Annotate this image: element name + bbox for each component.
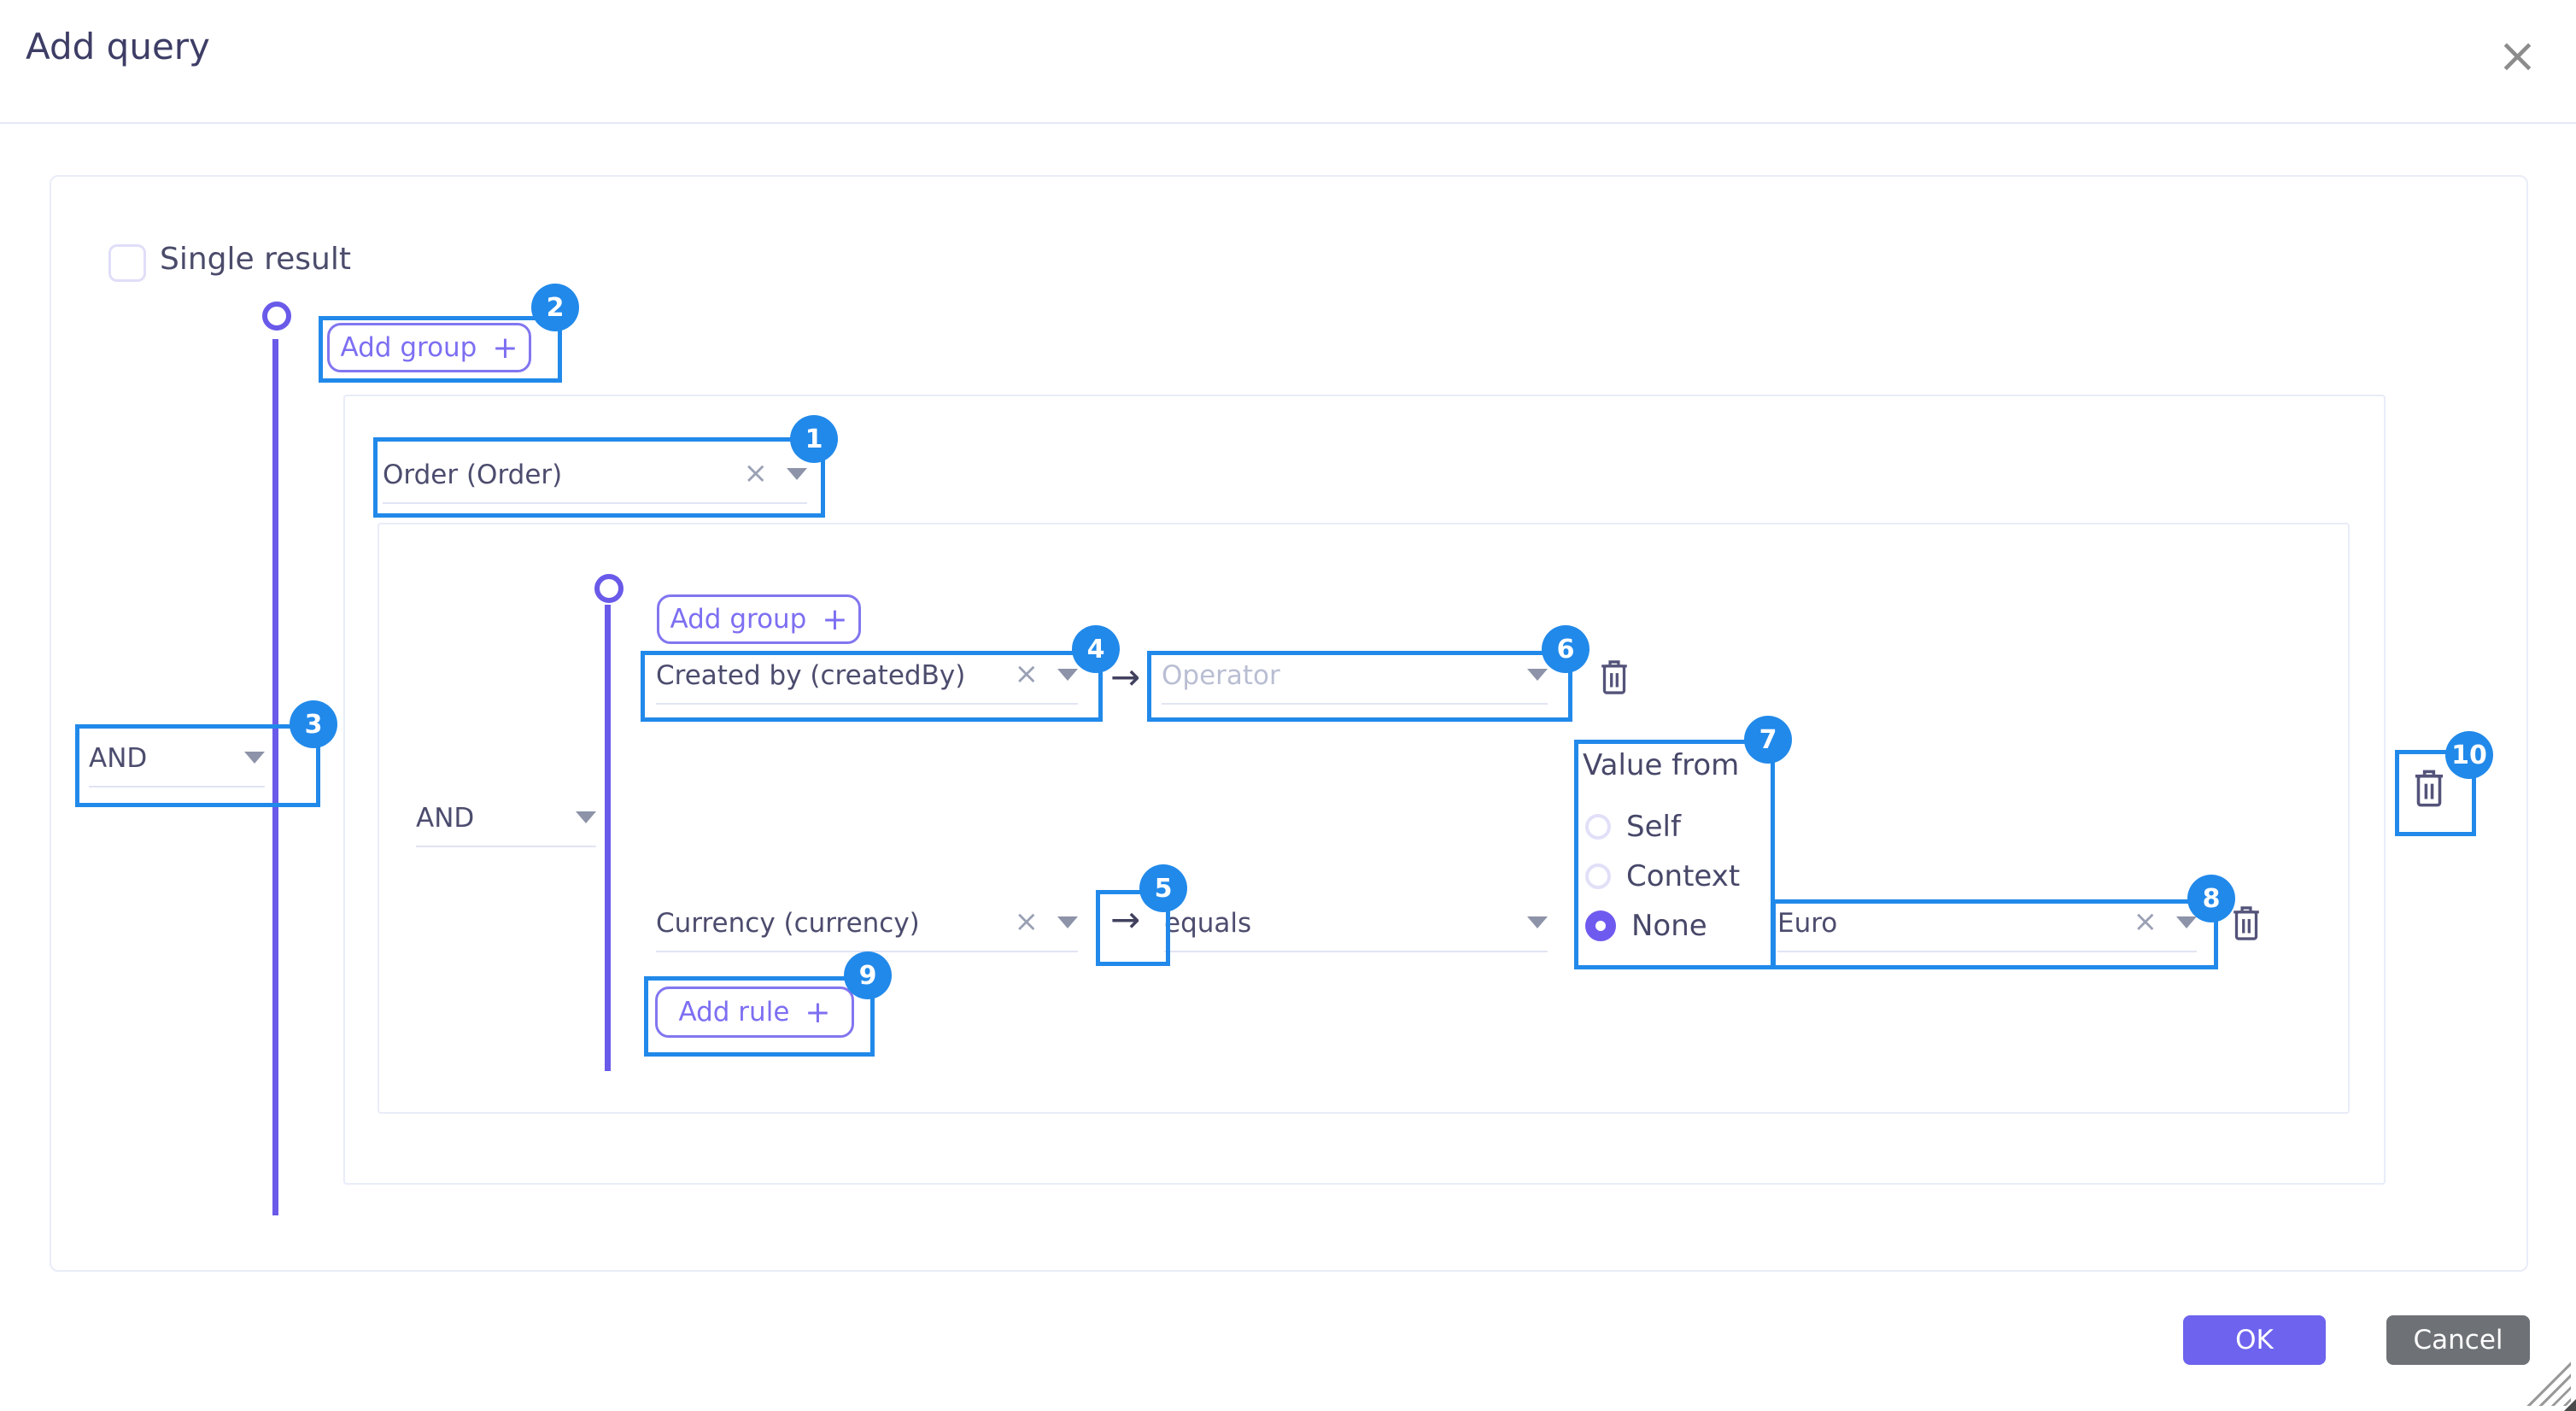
radio-label: Self — [1626, 810, 1681, 844]
tree-line-inner — [605, 605, 611, 1071]
clear-icon[interactable]: × — [1014, 905, 1039, 939]
add-rule-button[interactable]: Add rule + — [655, 987, 854, 1038]
rule1-field-value: Created by (createdBy) — [656, 660, 966, 691]
annotation-badge-8: 8 — [2187, 875, 2235, 922]
caret-down-icon[interactable] — [576, 811, 596, 823]
inner-combinator-value: AND — [416, 803, 475, 834]
plus-icon: + — [805, 994, 831, 1030]
rule1-operator-placeholder: Operator — [1162, 660, 1280, 691]
value-from-option-context[interactable]: Context — [1585, 859, 1740, 893]
add-group-label: Add group — [670, 604, 807, 635]
caret-down-icon[interactable] — [1057, 916, 1078, 928]
annotation-badge-2: 2 — [531, 284, 579, 331]
radio-checked-icon[interactable] — [1585, 910, 1616, 941]
radio-unchecked-icon[interactable] — [1585, 864, 1611, 889]
tree-node-circle-outer — [262, 302, 291, 331]
add-group-button-outer[interactable]: Add group + — [327, 323, 531, 372]
rule2-field-value: Currency (currency) — [656, 908, 920, 939]
caret-down-icon[interactable] — [1527, 669, 1548, 681]
annotation-badge-9: 9 — [844, 951, 892, 999]
close-icon[interactable]: × — [2497, 28, 2538, 84]
tree-node-circle-inner — [594, 574, 624, 603]
arrow-right-icon: → — [1110, 899, 1141, 940]
caret-down-icon[interactable] — [1057, 669, 1078, 681]
clear-icon[interactable]: × — [2133, 905, 2158, 939]
trash-icon — [1601, 660, 1627, 694]
ok-button[interactable]: OK — [2183, 1315, 2326, 1365]
rule2-operator-select[interactable]: equals — [1164, 903, 1548, 952]
dialog-title: Add query — [26, 26, 210, 67]
value-from-option-none[interactable]: None — [1585, 909, 1707, 943]
plus-icon: + — [492, 330, 518, 366]
annotation-badge-4: 4 — [1072, 625, 1120, 673]
entity-select-value: Order (Order) — [383, 460, 563, 490]
radio-unchecked-icon[interactable] — [1585, 814, 1611, 840]
rule2-field-select[interactable]: Currency (currency) × — [656, 903, 1078, 952]
radio-label: None — [1631, 909, 1707, 943]
rule2-operator-value: equals — [1164, 908, 1252, 939]
window-corner-decoration — [2564, 1399, 2576, 1411]
caret-down-icon[interactable] — [1527, 916, 1548, 928]
value-from-option-self[interactable]: Self — [1585, 810, 1681, 844]
radio-label: Context — [1626, 859, 1741, 893]
outer-combinator-select[interactable]: AND — [89, 738, 265, 787]
caret-down-icon[interactable] — [244, 752, 265, 764]
annotation-badge-6: 6 — [1542, 625, 1590, 673]
annotation-badge-1: 1 — [790, 415, 838, 463]
clear-icon[interactable]: × — [1014, 657, 1039, 691]
rule2-delete-button[interactable] — [2229, 904, 2263, 946]
rule1-operator-select[interactable]: Operator — [1162, 655, 1548, 705]
trash-icon — [2415, 770, 2444, 807]
rule1-delete-button[interactable] — [1597, 658, 1631, 700]
group-delete-button[interactable] — [2410, 767, 2448, 813]
annotation-badge-7: 7 — [1744, 716, 1792, 764]
add-rule-label: Add rule — [678, 997, 790, 1028]
outer-combinator-value: AND — [89, 743, 148, 774]
value-from-label: Value from — [1583, 748, 1740, 782]
annotation-badge-10: 10 — [2445, 731, 2493, 779]
caret-down-icon[interactable] — [787, 468, 807, 480]
rule1-field-select[interactable]: Created by (createdBy) × — [656, 655, 1078, 705]
clear-icon[interactable]: × — [743, 456, 769, 490]
header-divider — [0, 122, 2576, 124]
inner-combinator-select[interactable]: AND — [416, 798, 596, 847]
trash-icon — [2234, 906, 2259, 940]
add-group-button-inner[interactable]: Add group + — [657, 594, 861, 644]
single-result-label: Single result — [160, 242, 351, 277]
single-result-checkbox[interactable] — [108, 244, 146, 282]
tree-line-outer — [272, 339, 278, 1215]
annotation-badge-3: 3 — [290, 700, 337, 748]
caret-down-icon[interactable] — [2176, 916, 2197, 928]
cancel-button[interactable]: Cancel — [2386, 1315, 2530, 1365]
annotation-badge-5: 5 — [1139, 864, 1187, 912]
plus-icon: + — [822, 601, 848, 637]
add-group-label: Add group — [340, 332, 477, 363]
entity-select[interactable]: Order (Order) × — [383, 454, 807, 504]
rule2-value: Euro — [1777, 908, 1838, 939]
rule2-value-select[interactable]: Euro × — [1777, 903, 2197, 952]
